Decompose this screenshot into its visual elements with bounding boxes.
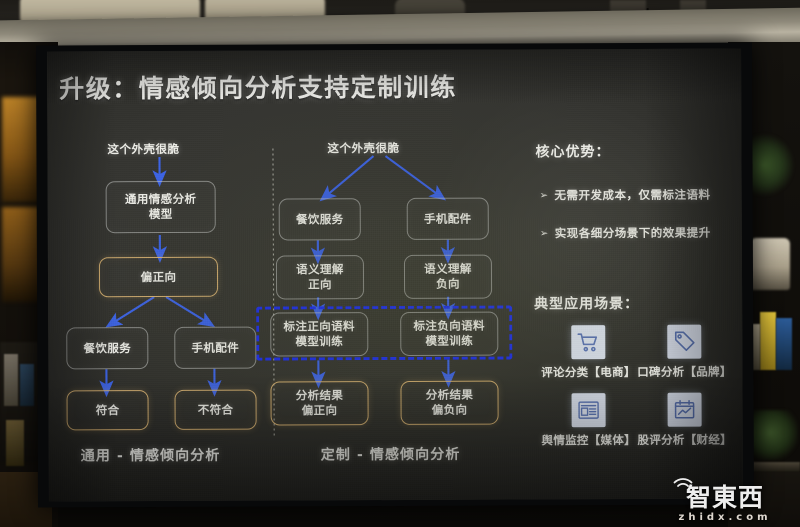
advantage-item-1: ➢ 无需开发成本，仅需标注语料 [540, 187, 711, 204]
right-shelf-book-b [776, 318, 792, 370]
left-shelf-book-a [4, 354, 18, 406]
watermark-url: zhidx.com [678, 512, 772, 523]
node-custom-category-phone-accessory: 手机配件 [406, 197, 489, 240]
scenario-brand-label: 口碑分析【品牌】 [637, 364, 732, 379]
right-shelf-book-a [760, 312, 776, 370]
node-general-category-phone-accessory: 手机配件 [174, 326, 257, 369]
node-general-result-match: 符合 [66, 390, 149, 431]
projection-screen: 升级：情感倾向分析支持定制训练 [47, 48, 743, 502]
page-title: 升级：情感倾向分析支持定制训练 [59, 72, 457, 104]
node-general-sentiment-model-line1: 通用情感分析 [124, 192, 197, 207]
node-custom-train-positive-corpus: 标注正向语料 模型训练 [270, 312, 369, 357]
scenario-ecommerce: 评论分类【电商】 [534, 325, 642, 380]
custom-flow-input-text: 这个外壳很脆 [327, 140, 400, 156]
node-custom-semantic-negative-line1: 语义理解 [424, 261, 472, 277]
general-flow-input-text: 这个外壳很脆 [107, 141, 180, 157]
wifi-signal-icon [673, 478, 693, 487]
left-shelf-book-b [20, 364, 34, 406]
node-custom-train-negative-line2: 模型训练 [425, 333, 474, 348]
shopping-cart-icon [571, 325, 606, 360]
scenario-ecommerce-label: 评论分类【电商】 [541, 364, 636, 380]
node-general-result-no-match: 不符合 [174, 389, 257, 430]
scenario-media: 舆情监控【媒体】 [535, 393, 643, 448]
advantages-heading: 核心优势： [535, 144, 611, 161]
scenario-media-label: 舆情监控【媒体】 [541, 432, 636, 448]
node-custom-result-positive-line2: 偏正向 [301, 403, 338, 418]
scenario-brand: 口碑分析【品牌】 [630, 324, 738, 380]
node-general-category-restaurant: 餐饮服务 [66, 327, 149, 370]
node-custom-train-negative-line1: 标注负向语料 [413, 318, 485, 334]
node-general-positive-tendency: 偏正向 [98, 256, 219, 298]
node-custom-semantic-positive: 语义理解 正向 [275, 255, 365, 300]
watermark-logo: 智東西 [685, 483, 764, 512]
node-general-sentiment-model-line2: 模型 [148, 206, 173, 222]
advantage-item-2: ➢ 实现各细分场景下的效果提升 [540, 225, 711, 242]
right-shelf-ledge [728, 462, 800, 472]
left-shelf-book-c [6, 420, 24, 466]
node-custom-semantic-negative: 语义理解 负向 [403, 254, 493, 299]
node-custom-semantic-negative-line2: 负向 [436, 276, 460, 291]
node-custom-train-positive-line1: 标注正向语料 [283, 319, 355, 334]
scenario-finance: 股评分析【财经】 [631, 392, 739, 448]
node-custom-result-negative: 分析结果 偏负向 [400, 380, 499, 425]
node-custom-result-positive: 分析结果 偏正向 [270, 381, 369, 426]
scenario-finance-label: 股评分析【财经】 [637, 432, 732, 447]
advantage-item-2-label: 实现各细分场景下的效果提升 [554, 225, 711, 241]
node-custom-result-negative-line2: 偏负向 [431, 402, 468, 417]
chevron-right-icon: ➢ [539, 227, 549, 239]
node-custom-train-negative-corpus: 标注负向语料 模型训练 [400, 311, 499, 356]
scenarios-heading: 典型应用场景： [534, 295, 640, 313]
node-custom-category-restaurant: 餐饮服务 [278, 198, 361, 241]
watermark: 智東西 zhidx.com [656, 478, 794, 523]
right-ornament [750, 238, 790, 290]
chevron-right-icon: ➢ [539, 189, 549, 201]
advantage-item-1-label: 无需开发成本，仅需标注语料 [554, 187, 711, 203]
node-custom-train-positive-line2: 模型训练 [295, 334, 344, 349]
general-flow-caption: 通用 - 情感倾向分析 [80, 447, 221, 465]
node-custom-semantic-positive-line2: 正向 [308, 277, 332, 292]
custom-flow-caption: 定制 - 情感倾向分析 [320, 446, 461, 464]
price-tag-icon [667, 324, 702, 359]
news-paper-icon [571, 393, 606, 428]
slide: 升级：情感倾向分析支持定制训练 [47, 48, 743, 501]
node-custom-result-negative-line1: 分析结果 [425, 387, 474, 403]
node-general-sentiment-model: 通用情感分析 模型 [105, 180, 216, 234]
stock-chart-icon [667, 392, 702, 427]
node-custom-result-positive-line1: 分析结果 [295, 388, 344, 403]
node-custom-semantic-positive-line1: 语义理解 [296, 262, 344, 277]
